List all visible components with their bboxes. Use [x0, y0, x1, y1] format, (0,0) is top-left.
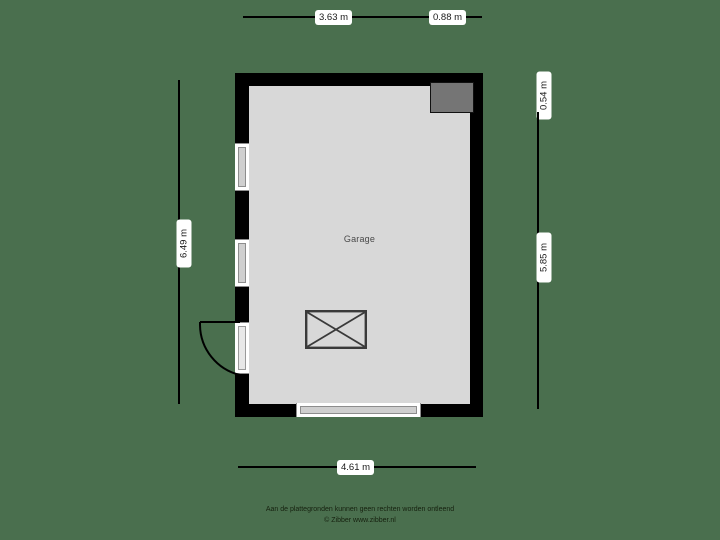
- storage-fixture-icon: [430, 82, 474, 113]
- footer-note: Aan de plattegronden kunnen geen rechten…: [0, 505, 720, 526]
- bottom-dimension-tick-start: [238, 466, 248, 468]
- window-pane: [238, 243, 246, 283]
- top-dimension-tick-right-end: [472, 16, 482, 18]
- garage-door-pane: [300, 406, 417, 414]
- bottom-dimension-label: 4.61 m: [337, 460, 375, 475]
- bottom-dimension-tick-end: [466, 466, 476, 468]
- entry-door-leaf: [235, 322, 249, 374]
- crossed-rectangle-fixture-icon: [305, 310, 367, 349]
- left-wall-window-middle: [235, 239, 249, 287]
- garage-floor-area: [249, 86, 470, 404]
- left-dimension-label: 6.49 m: [176, 219, 192, 268]
- top-dimension-label-right: 0.88 m: [429, 10, 467, 25]
- right-dimension-tick-bottom-end: [537, 399, 539, 409]
- right-dimension-label-bottom: 5.85 m: [536, 232, 552, 283]
- footer-disclaimer: Aan de plattegronden kunnen geen rechten…: [265, 506, 455, 513]
- window-pane: [238, 147, 246, 187]
- left-dimension-tick-top: [178, 80, 180, 90]
- door-pane: [238, 326, 246, 370]
- top-dimension-tick-left-start: [243, 16, 253, 18]
- room-label-garage: Garage: [343, 234, 376, 244]
- garage-door-opening: [296, 403, 421, 417]
- top-dimension-label-left: 3.63 m: [315, 10, 353, 25]
- footer-copyright: © Zibber www.zibber.nl: [324, 517, 396, 524]
- entry-door-swing-arc: [196, 313, 252, 379]
- left-dimension-tick-bottom: [178, 394, 180, 404]
- left-wall-window-upper: [235, 143, 249, 191]
